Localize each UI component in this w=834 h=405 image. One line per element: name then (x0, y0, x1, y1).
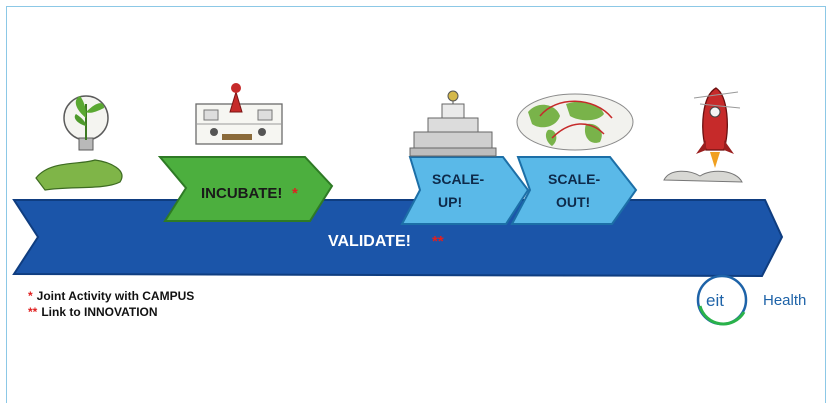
world-map-icon (516, 93, 634, 151)
eit-logo-icon: eit (696, 274, 748, 326)
legend-item-campus: *Joint Activity with CAMPUS (28, 289, 194, 303)
diagram-frame (6, 6, 826, 403)
validate-label: VALIDATE! (328, 233, 411, 250)
legend-item-campus-text: Joint Activity with CAMPUS (36, 289, 195, 303)
rocket-launch-icon (663, 87, 743, 183)
lightbulb-plant-icon (35, 95, 123, 191)
scale-out-label-line2: OUT! (556, 194, 590, 210)
legend-item-campus-mark: * (28, 289, 33, 303)
logo-health-text: Health (763, 292, 807, 309)
scale-up-chevron (400, 156, 530, 225)
scale-up-label-line1: SCALE- (432, 171, 484, 187)
incubate-asterisk: * (292, 185, 298, 202)
legend-item-innovation: **Link to INNOVATION (28, 305, 158, 319)
svg-text:eit: eit (706, 291, 724, 310)
incubation-workshop-icon (195, 83, 283, 145)
legend-item-innovation-mark: ** (28, 305, 38, 319)
scale-out-label-line1: SCALE- (548, 171, 600, 187)
scale-up-label-line2: UP! (438, 194, 462, 210)
incubate-chevron (157, 156, 334, 222)
podium-icon (409, 90, 497, 157)
legend-item-innovation-text: Link to INNOVATION (41, 305, 158, 319)
scale-out-chevron (510, 156, 638, 225)
validate-asterisks: ** (432, 233, 444, 250)
incubate-label: INCUBATE! (201, 185, 282, 202)
